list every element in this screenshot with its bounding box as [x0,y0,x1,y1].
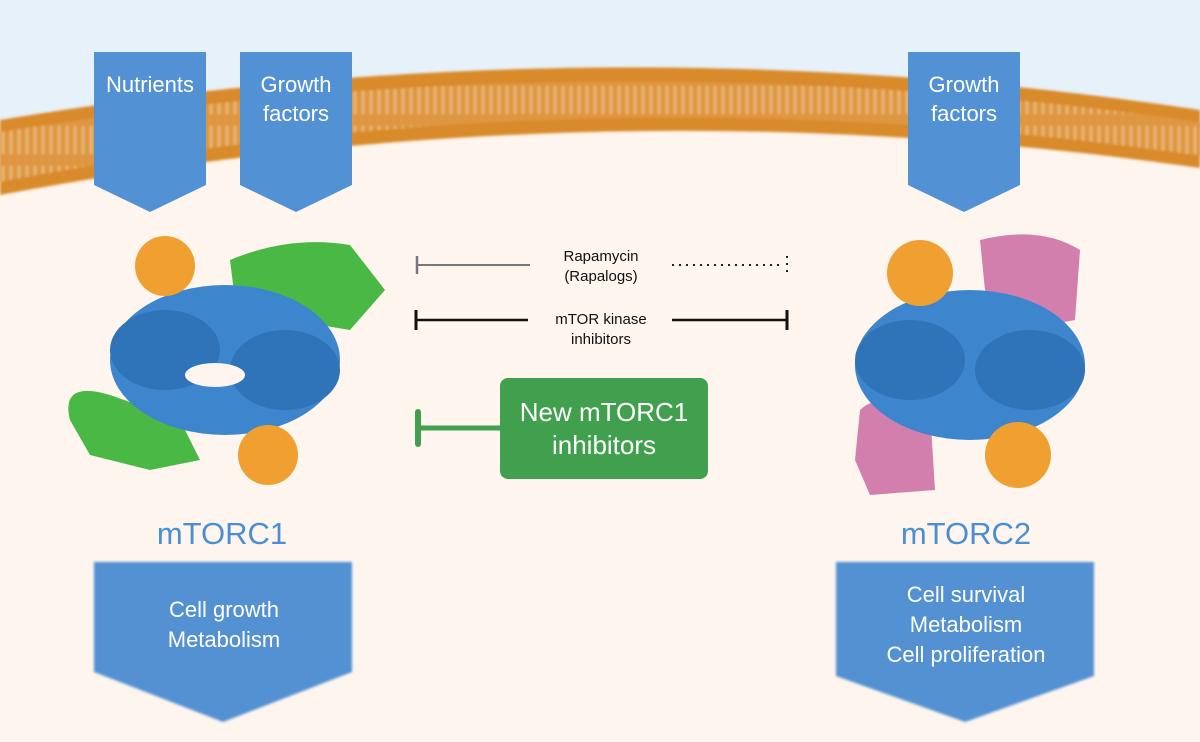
mtorc1-structure [68,236,385,485]
input-arrow-nutrients [94,52,206,212]
input-arrow-growth-factors-1 [240,52,352,212]
rapamycin-inhibition-line [415,256,788,274]
input-arrow-growth-factors-2 [908,52,1020,212]
rapamycin-label: Rapamycin (Rapalogs) [563,248,639,285]
mtorc1-outputs: Cell growth Metabolism [167,597,281,652]
input-label-growth-factors-1: Growth factors [260,72,332,126]
mtorc2-structure [855,234,1085,495]
mtorc1-title: mTORC1 [156,516,288,551]
output-arrow-mtorc1 [94,562,352,722]
kinase-inhibition-line [414,310,789,330]
new-inhibitor-line [415,409,502,447]
kinase-inhibitors-label: mTOR kinase inhibitors [555,311,647,348]
mtorc2-title: mTORC2 [900,516,1032,551]
mtorc2-outputs: Cell survival Metabolism Cell proliferat… [886,582,1046,667]
output-arrow-mtorc2 [836,562,1094,722]
new-mtorc1-inhibitors-box: New mTORC1 inhibitors [500,378,708,479]
input-label-nutrients: Nutrients [105,72,195,97]
input-label-growth-factors-2: Growth factors [928,72,1000,126]
